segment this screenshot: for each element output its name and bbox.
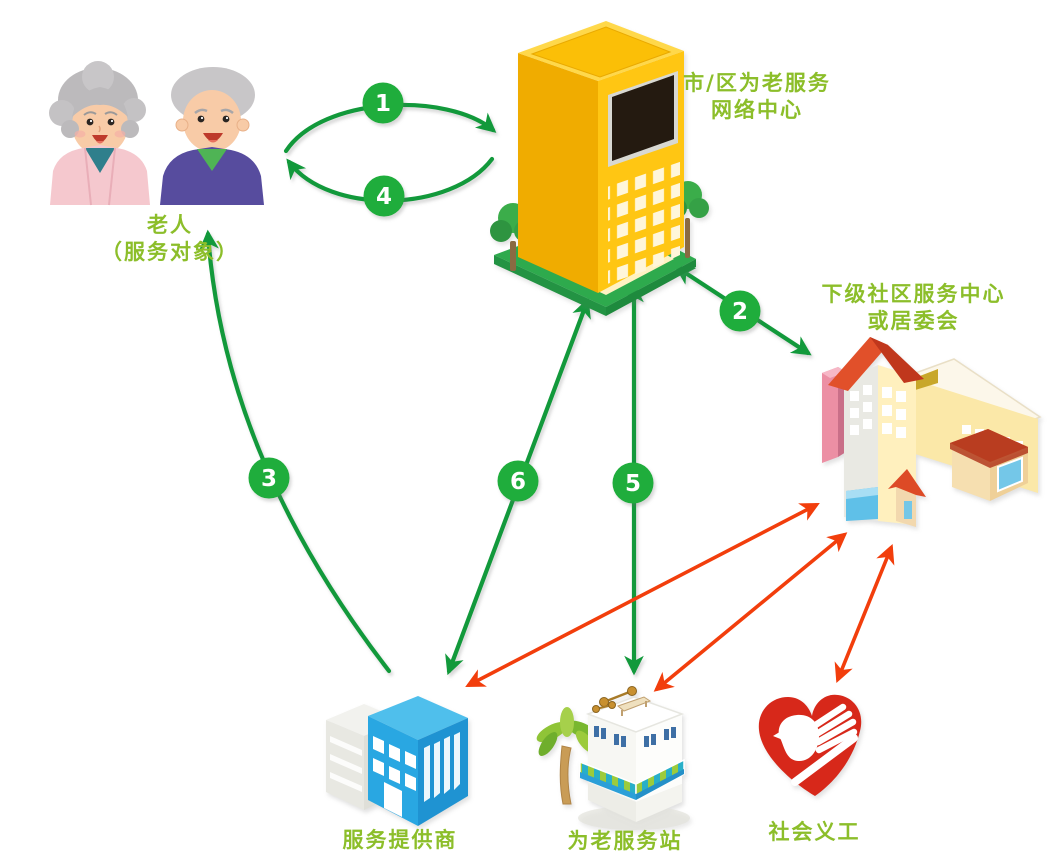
volunteers-label: 社会义工 <box>768 820 861 844</box>
roof-gym-equipment <box>592 686 652 716</box>
elderly-label-line2: （服务对象） <box>101 240 239 264</box>
network-center-label: 市/区为老服务 网络中心 <box>672 70 842 124</box>
service-provider-label: 服务提供商 <box>342 828 458 852</box>
red-roof <box>828 337 888 391</box>
arrow-red-community-volunteers <box>834 543 895 684</box>
small-hut <box>888 469 926 527</box>
elderly-label-line1: 老人 <box>147 213 193 237</box>
badge-3-number: 3 <box>261 466 277 492</box>
elderly-woman <box>49 61 150 206</box>
shutter-windows <box>594 726 676 747</box>
station-box <box>579 686 685 822</box>
arrow-red-community-station <box>653 532 848 692</box>
community-center-building <box>822 337 1042 527</box>
badge-2-number: 2 <box>732 299 748 325</box>
badge-2: 2 <box>719 290 761 332</box>
service-station-label: 为老服务站 <box>567 829 683 853</box>
awning <box>579 758 685 802</box>
badge-1-number: 1 <box>375 91 391 117</box>
network-center-label-line2: 网络中心 <box>711 98 803 122</box>
badge-4-number: 4 <box>376 184 392 210</box>
volunteers-heart-logo <box>758 694 862 796</box>
right-annex <box>950 429 1028 501</box>
arrow-3-provider-to-elderly <box>199 229 392 674</box>
elderly-man <box>160 67 264 205</box>
service-provider-building <box>326 696 468 826</box>
arrow-red-community-provider <box>465 503 820 687</box>
door <box>384 782 402 817</box>
windows <box>373 732 460 817</box>
display-screen <box>612 75 674 161</box>
step-badges: 1 4 2 3 6 5 <box>248 82 761 504</box>
elderly-couple-illustration <box>49 61 264 206</box>
network-center-building <box>490 21 709 316</box>
badge-4: 4 <box>363 175 405 217</box>
badge-1: 1 <box>362 82 404 124</box>
badge-6-number: 6 <box>510 469 526 495</box>
badge-3: 3 <box>248 457 290 499</box>
tower-windows <box>850 385 906 438</box>
community-center-label: 下级社区服务中心 或居委会 <box>806 281 1021 335</box>
badge-5-number: 5 <box>625 471 641 497</box>
badge-5: 5 <box>612 462 654 504</box>
service-station-building <box>536 686 690 830</box>
badge-6: 6 <box>497 460 539 502</box>
hand-dove-icon <box>773 703 858 786</box>
window-grid <box>608 157 680 289</box>
blue-building <box>368 696 468 826</box>
network-center-label-line1: 市/区为老服务 <box>683 71 831 95</box>
elderly-label: 老人 （服务对象） <box>55 212 285 266</box>
community-center-label-line2: 或居委会 <box>867 309 960 333</box>
building-left-face <box>518 53 598 293</box>
community-center-label-line1: 下级社区服务中心 <box>821 282 1006 306</box>
